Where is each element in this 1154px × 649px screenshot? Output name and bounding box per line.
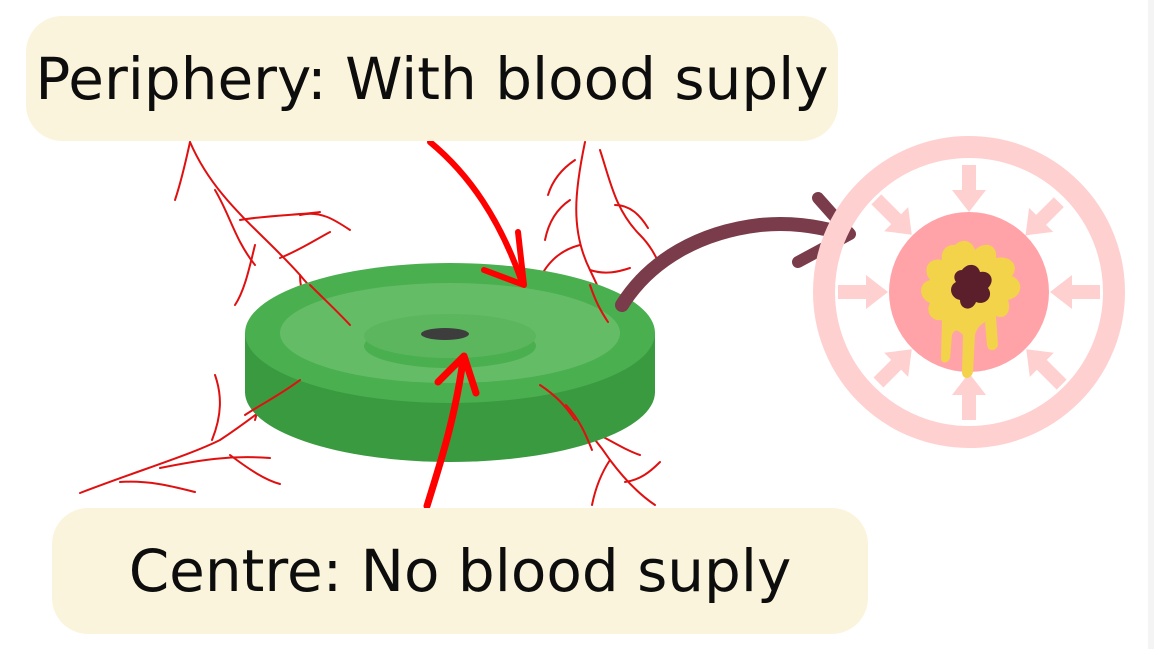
periphery-label: Periphery: With blood suply	[26, 16, 838, 141]
centre-label-text: Centre: No blood suply	[128, 537, 792, 605]
tissue-disc-icon	[245, 263, 655, 462]
periphery-label-text: Periphery: With blood suply	[35, 44, 829, 113]
blood-vessel-icon	[79, 141, 661, 506]
necrotic-center-icon	[813, 136, 1125, 448]
centre-arrowhead	[434, 352, 480, 397]
centre-label: Centre: No blood suply	[52, 508, 868, 634]
periphery-arrow	[427, 139, 525, 285]
transition-arrow	[615, 192, 856, 312]
pointer-arrows	[423, 139, 527, 510]
edge-shade	[1148, 0, 1154, 649]
blood-vessel-overlay	[244, 284, 609, 451]
periphery-arrowhead	[481, 229, 527, 288]
centre-arrow	[423, 356, 467, 510]
